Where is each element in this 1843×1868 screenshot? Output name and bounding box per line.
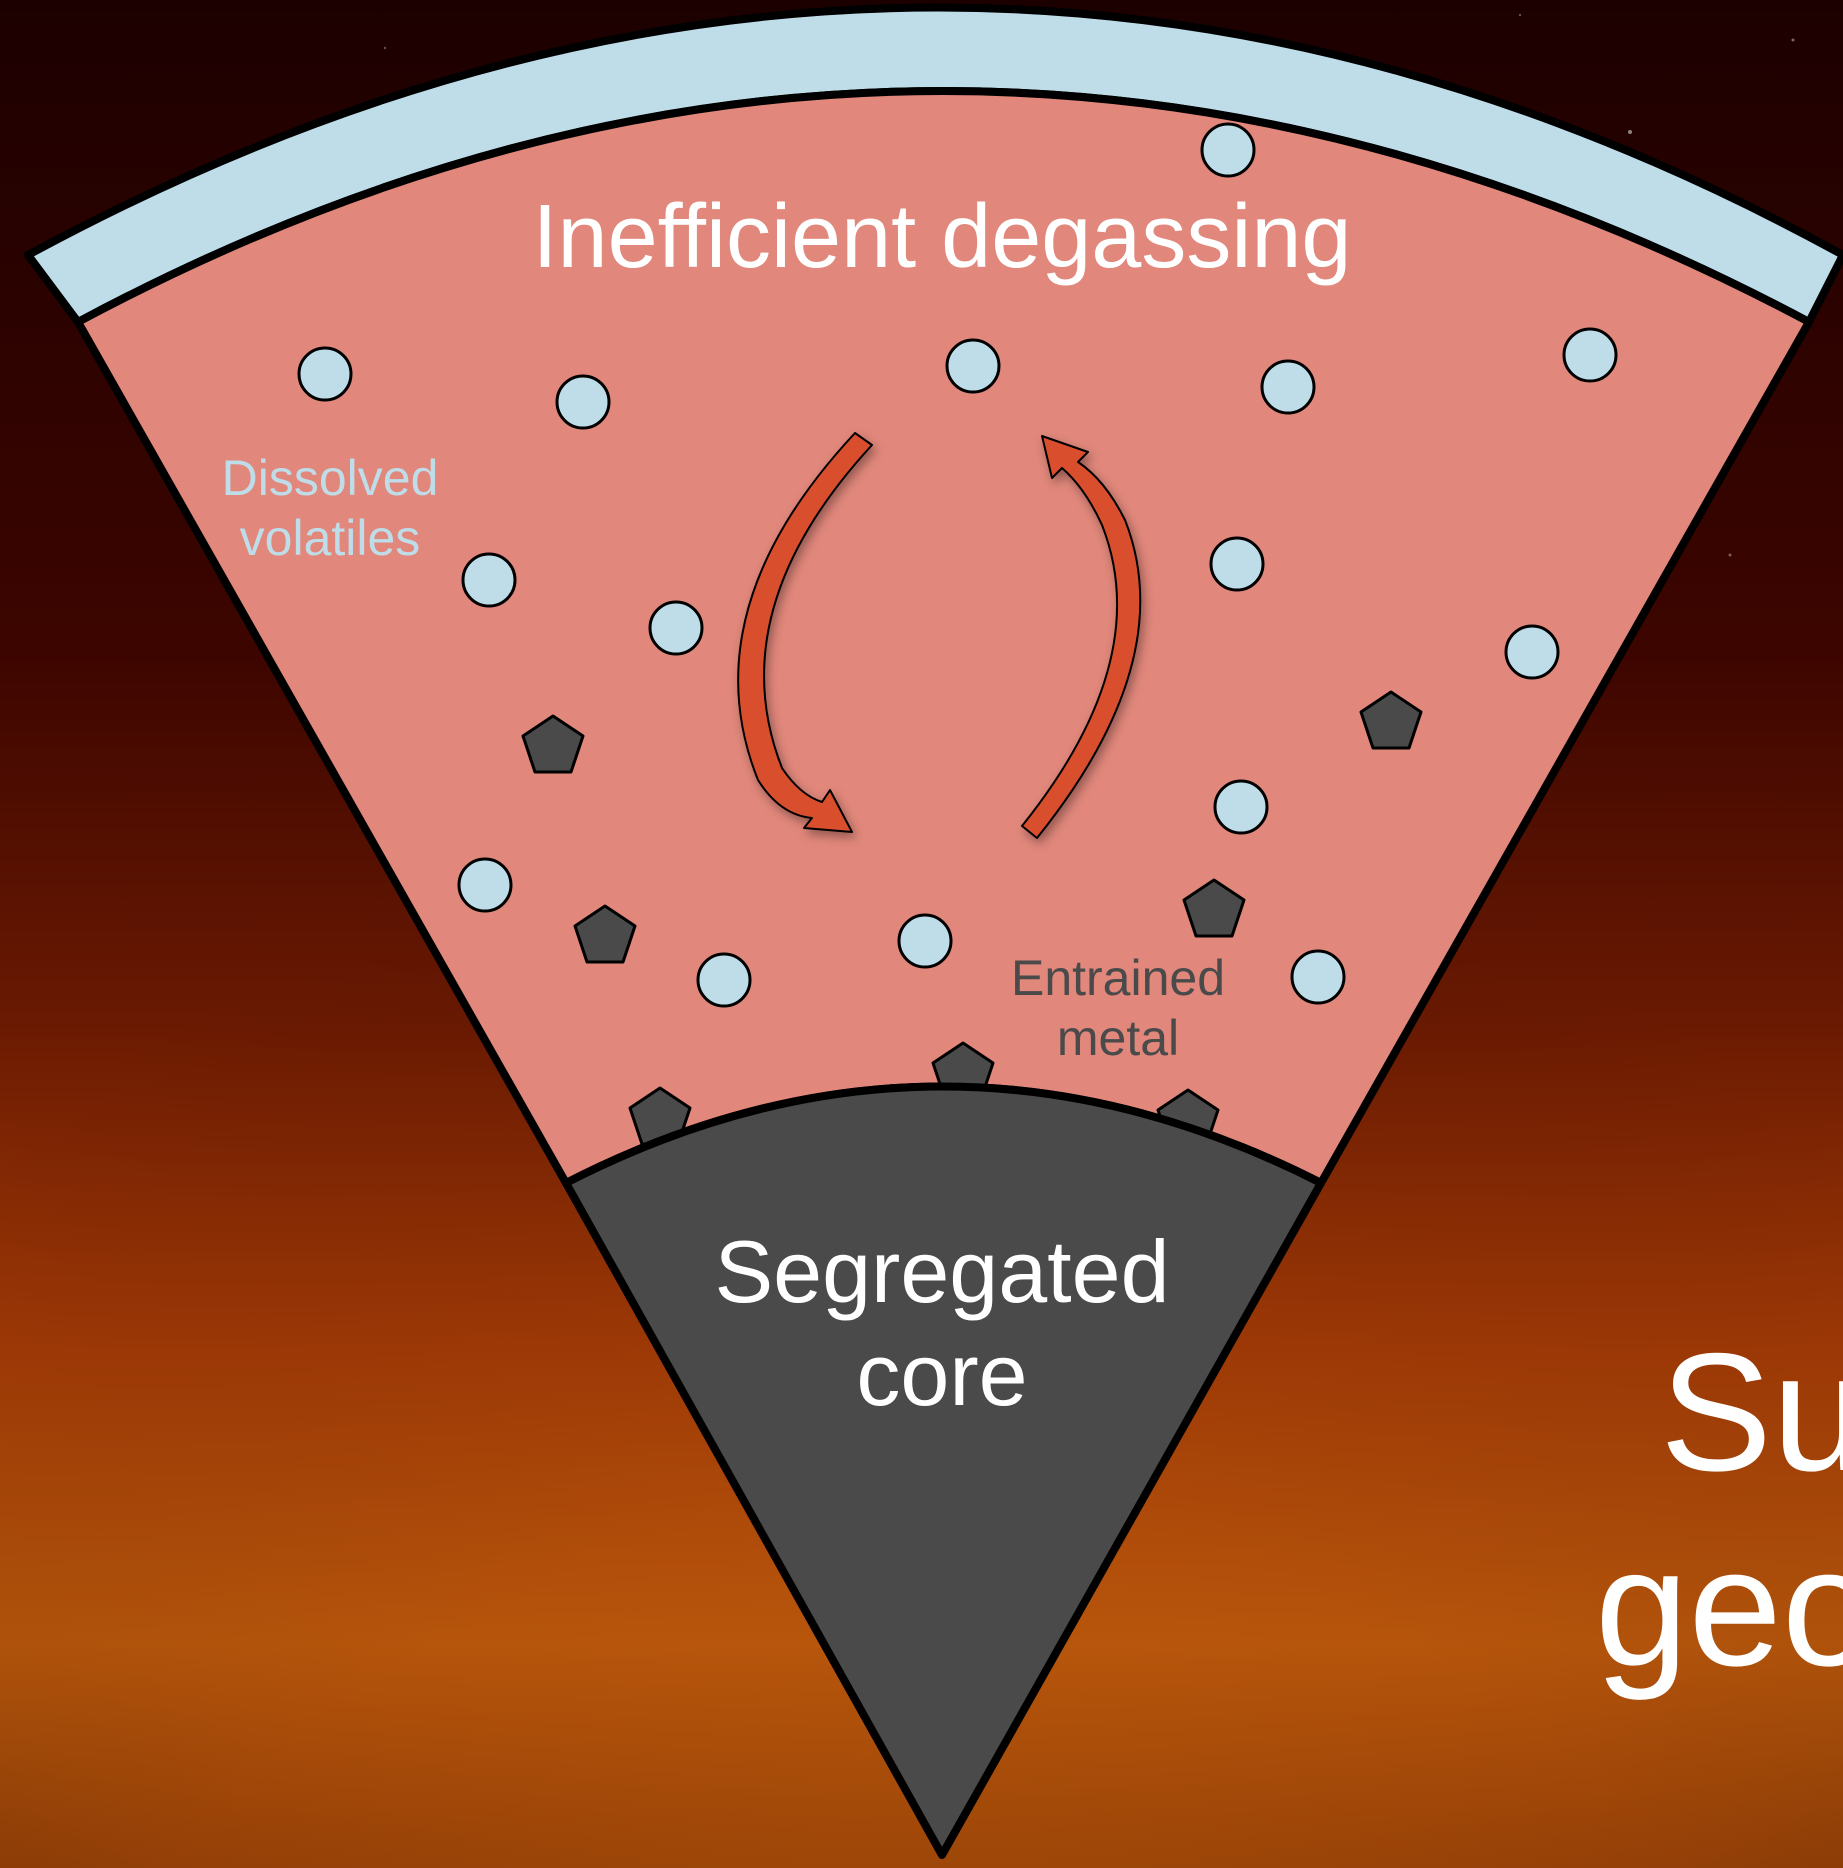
star <box>1628 130 1632 134</box>
volatile-bubble <box>1213 779 1269 835</box>
segregated-core-label-line1: Segregated <box>714 1222 1169 1321</box>
volatile-bubble <box>1504 624 1560 680</box>
dissolved-volatiles-label-line1: Dissolved <box>222 450 439 506</box>
diagram-title: Inefficient degassing <box>533 187 1352 287</box>
dissolved-volatile-bubbles <box>297 122 1618 1008</box>
star <box>1728 553 1732 557</box>
volatile-bubble <box>648 600 704 656</box>
star <box>1518 13 1522 17</box>
star <box>383 46 387 50</box>
metal-blob <box>1182 878 1246 938</box>
volatile-bubble <box>945 338 1001 394</box>
volatile-bubble <box>461 552 517 608</box>
slide-title-line2: geo <box>1595 1513 1843 1701</box>
volatile-bubble <box>897 913 953 969</box>
segregated-core-label-line2: core <box>856 1325 1027 1424</box>
volatile-bubble <box>297 346 353 402</box>
entrained-metal-blobs <box>521 690 1423 1148</box>
convection-arrow-up <box>1021 435 1142 839</box>
volatile-bubble <box>457 857 513 913</box>
volatile-bubble <box>1200 122 1256 178</box>
segregated-core <box>562 1082 1325 1859</box>
entrained-metal-label-line2: metal <box>1057 1010 1179 1066</box>
dissolved-volatiles-label-line2: volatiles <box>240 510 421 566</box>
volatile-bubble <box>555 374 611 430</box>
metal-blob <box>521 714 585 774</box>
metal-blob <box>573 904 637 964</box>
star <box>1791 38 1795 42</box>
slide-title-line1: Su <box>1660 1318 1843 1506</box>
volatile-bubble <box>1290 949 1346 1005</box>
entrained-metal-label-line1: Entrained <box>1011 950 1225 1006</box>
volatile-bubble <box>1562 327 1618 383</box>
convection-arrow-down <box>737 432 873 833</box>
volatile-bubble <box>1260 359 1316 415</box>
volatile-bubble <box>696 952 752 1008</box>
metal-blob <box>1359 690 1423 750</box>
convection-arrows <box>737 432 1142 839</box>
volatile-bubble <box>1209 536 1265 592</box>
